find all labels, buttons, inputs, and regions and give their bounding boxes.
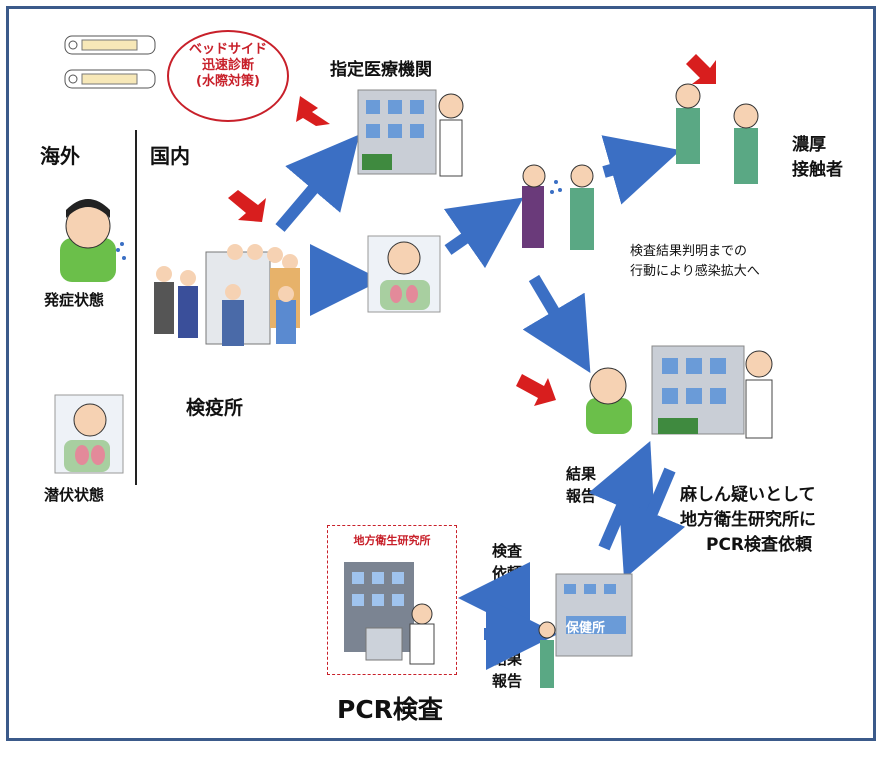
domestic-label: 国内: [150, 144, 190, 168]
alert-arrow-icon: [228, 190, 266, 222]
bedside-line-2: 迅速診断: [201, 58, 254, 73]
alert-arrow-icon: [296, 96, 330, 126]
spread-note-1: 検査結果判明までの: [630, 244, 748, 259]
bedside-line-3: (水際対策): [196, 74, 260, 89]
pcr-test-label: PCR検査: [337, 695, 443, 724]
measles-note-1: 麻しん疑いとして: [680, 485, 816, 505]
flow-arrow-icon: [522, 274, 591, 373]
test-strip-icon: [64, 35, 156, 89]
test-request-label-1: 検査: [492, 542, 523, 560]
close-contacts-label-2: 接触者: [792, 160, 843, 180]
spread-note-2: 行動により感染拡大へ: [630, 264, 760, 279]
health-center-label: 保健所: [566, 621, 606, 636]
overseas-label: 海外: [40, 144, 80, 168]
measles-note-2: 地方衛生研究所に: [680, 510, 816, 530]
local-institute-title: 地方衛生研究所: [353, 534, 431, 547]
diagram-frame: [6, 6, 876, 741]
infected-contact-pair-icon: [522, 164, 594, 250]
clinic-building-icon: [586, 345, 773, 439]
bedside-line-1: ベッドサイド: [188, 42, 267, 57]
latent-person-icon: [54, 394, 124, 474]
patient-rapid-test-icon: [367, 235, 441, 313]
close-contacts-label-1: 濃厚: [792, 135, 826, 155]
flow-arrow-icon: [275, 134, 360, 232]
health-center-building-icon: [538, 573, 633, 688]
research-institute-icon: [344, 562, 435, 665]
measles-note-3: PCR検査依頼: [706, 535, 813, 555]
local-institute-box: 地方衛生研究所: [327, 525, 457, 675]
divider-line: [135, 130, 137, 485]
flow-arrows: [275, 134, 686, 670]
sick-person-icon: [60, 199, 126, 282]
alert-arrows: [228, 54, 716, 406]
result-report-b-label-2: 報告: [492, 672, 523, 690]
flow-arrow-icon: [618, 467, 686, 580]
quarantine-label: 検疫所: [186, 397, 244, 419]
quarantine-crowd-icon: [154, 244, 300, 346]
alert-arrow-icon: [516, 374, 556, 406]
alert-arrow-icon: [686, 54, 716, 84]
flow-arrow-icon: [588, 440, 655, 551]
designated-hospital-label: 指定医療機関: [330, 60, 432, 80]
flow-arrow-icon: [601, 135, 681, 205]
flow-arrow-icon: [443, 197, 524, 269]
bedside-diagnosis-badge: ベッドサイド 迅速診断 (水際対策): [167, 30, 289, 122]
result-report-label-1: 結果: [566, 465, 597, 483]
latent-label: 潜伏状態: [44, 486, 105, 504]
symptomatic-label: 発症状態: [44, 291, 105, 309]
hospital-building-icon: [357, 89, 464, 177]
result-report-label-2: 報告: [566, 487, 597, 505]
close-contacts-icon: [675, 83, 759, 184]
